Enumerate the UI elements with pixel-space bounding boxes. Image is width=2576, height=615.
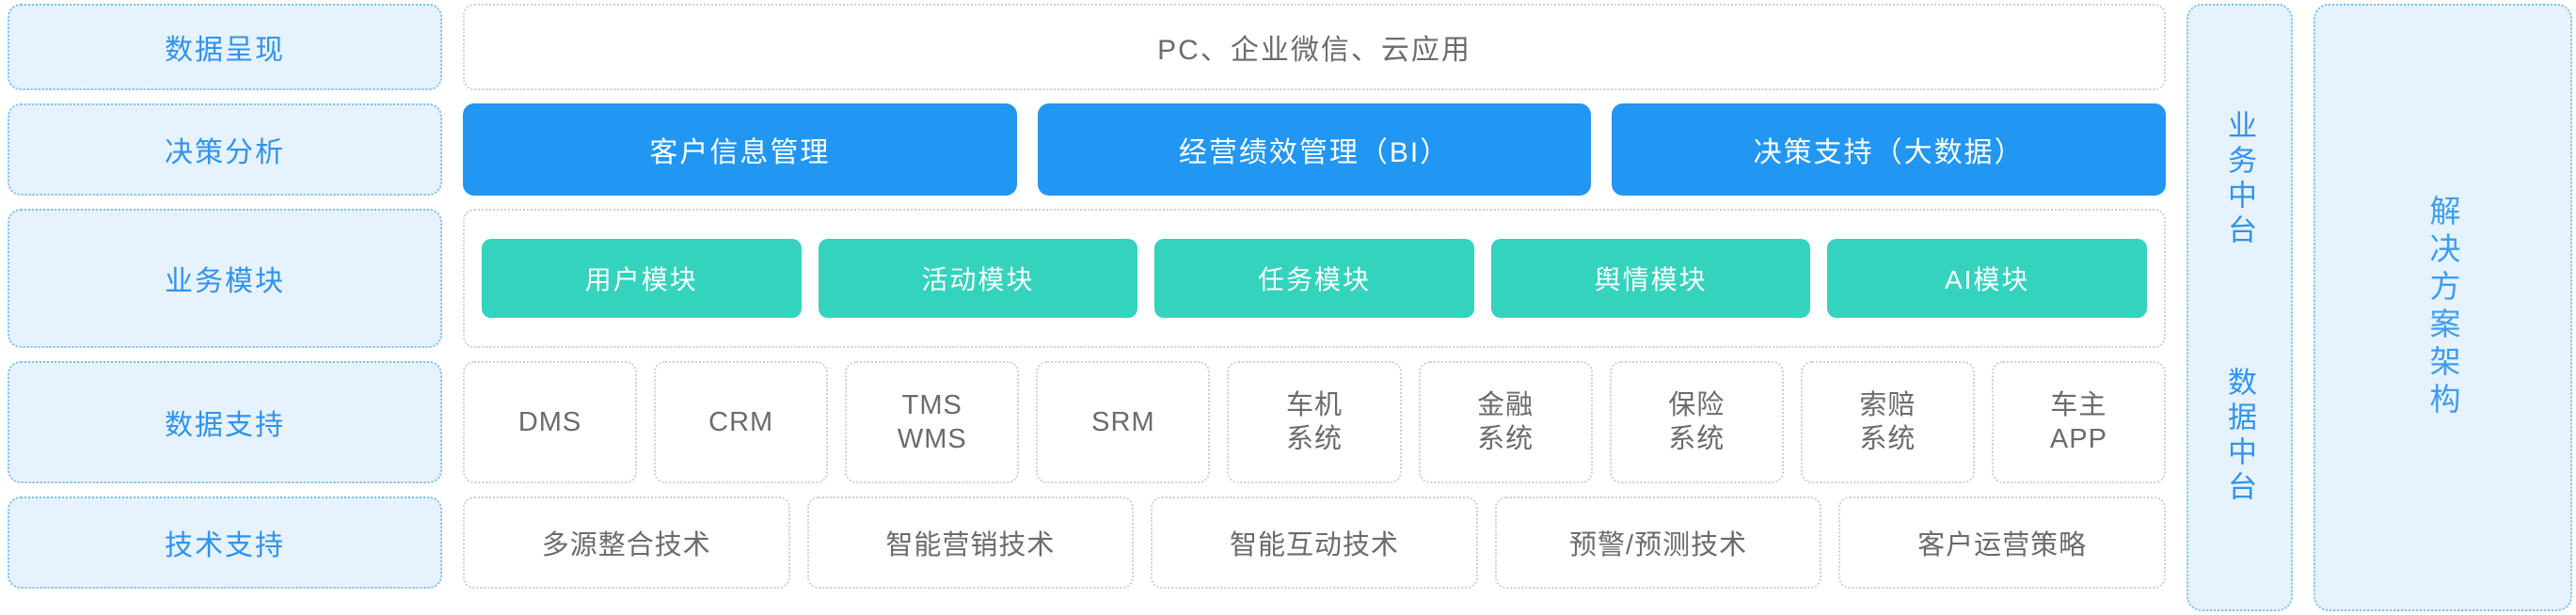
layer-label-tech-support: 技术支持 — [8, 497, 442, 589]
data-system-label: SRM — [1091, 406, 1155, 437]
tech-item-alert-prediction[interactable]: 预警/预测技术 — [1494, 497, 1822, 589]
layer-label-text: 数据支持 — [165, 410, 285, 441]
middle-platform-panel: 业务中台 数据中台 — [2186, 4, 2293, 611]
layer-label-column: 数据呈现 决策分析 业务模块 数据支持 技术支持 — [8, 4, 442, 611]
presentation-channels-text: PC、企业微信、云应用 — [1157, 35, 1471, 66]
data-system-tms-wms[interactable]: TMS WMS — [845, 361, 1020, 483]
layer-label-text: 技术支持 — [165, 530, 285, 561]
tech-item-smart-interaction[interactable]: 智能互动技术 — [1151, 497, 1478, 589]
layer-label-data-presentation: 数据呈现 — [8, 4, 442, 90]
data-system-label: 金融 系统 — [1477, 389, 1534, 454]
middle-platform-data-label: 数据中台 — [2223, 366, 2256, 506]
business-module-task[interactable]: 任务模块 — [1154, 239, 1474, 318]
business-module-ai[interactable]: AI模块 — [1827, 239, 2147, 318]
layer-label-text: 数据呈现 — [165, 35, 285, 66]
business-module-label: 活动模块 — [921, 265, 1035, 294]
data-system-label: TMS WMS — [897, 389, 967, 454]
data-system-label: 车机 系统 — [1285, 389, 1343, 454]
data-system-telematics[interactable]: 车机 系统 — [1227, 361, 1402, 483]
data-system-label: CRM — [708, 406, 774, 437]
layer-label-text: 决策分析 — [165, 137, 285, 168]
business-module-label: 舆情模块 — [1594, 265, 1708, 294]
data-support-row: DMS CRM TMS WMS SRM 车机 系统 金融 系统 保险 系统 索赔… — [463, 361, 2166, 483]
data-system-insurance[interactable]: 保险 系统 — [1609, 361, 1784, 483]
presentation-layer-panel: PC、企业微信、云应用 — [463, 4, 2166, 90]
layer-label-text: 业务模块 — [165, 266, 285, 297]
layer-label-decision-analysis: 决策分析 — [8, 103, 442, 196]
tech-item-multi-source-integration[interactable]: 多源整合技术 — [463, 497, 790, 589]
business-module-label: 任务模块 — [1257, 265, 1371, 294]
solution-architecture-title: 解决方案架构 — [2425, 195, 2460, 420]
solution-architecture-panel: 解决方案架构 — [2314, 4, 2572, 611]
decision-card-label: 决策支持（大数据） — [1753, 137, 2025, 168]
business-module-user[interactable]: 用户模块 — [482, 239, 802, 318]
data-system-claims[interactable]: 索赔 系统 — [1800, 361, 1975, 483]
data-system-dms[interactable]: DMS — [463, 361, 638, 483]
business-module-label: 用户模块 — [584, 265, 698, 294]
tech-item-label: 预警/预测技术 — [1569, 530, 1748, 560]
tech-item-label: 智能互动技术 — [1229, 530, 1399, 560]
data-system-label: DMS — [517, 406, 582, 437]
tech-item-label: 客户运营策略 — [1917, 530, 2088, 560]
decision-layer-row: 客户信息管理 经营绩效管理（BI） 决策支持（大数据） — [463, 103, 2167, 196]
data-system-crm[interactable]: CRM — [654, 361, 829, 483]
layer-content-column: PC、企业微信、云应用 客户信息管理 经营绩效管理（BI） 决策支持（大数据） … — [463, 4, 2167, 611]
middle-platform-business-label: 业务中台 — [2223, 109, 2256, 249]
data-system-label: 索赔 系统 — [1859, 389, 1916, 454]
data-system-label: 车主 APP — [2049, 389, 2107, 454]
data-system-finance[interactable]: 金融 系统 — [1418, 361, 1593, 483]
data-system-srm[interactable]: SRM — [1036, 361, 1211, 483]
data-system-owner-app[interactable]: 车主 APP — [1991, 361, 2166, 483]
decision-card-label: 客户信息管理 — [649, 137, 831, 168]
data-system-label: 保险 系统 — [1668, 389, 1725, 454]
tech-item-label: 多源整合技术 — [541, 530, 711, 560]
tech-item-label: 智能营销技术 — [885, 530, 1056, 560]
business-module-public-opinion[interactable]: 舆情模块 — [1490, 239, 1811, 318]
decision-card-bigdata-support[interactable]: 决策支持（大数据） — [1612, 103, 2167, 196]
layer-label-business-modules: 业务模块 — [8, 209, 442, 348]
layer-label-data-support: 数据支持 — [8, 361, 442, 483]
business-module-label: AI模块 — [1944, 265, 2030, 294]
tech-item-customer-operation-strategy[interactable]: 客户运营策略 — [1838, 497, 2166, 589]
business-module-activity[interactable]: 活动模块 — [818, 239, 1138, 318]
tech-item-smart-marketing[interactable]: 智能营销技术 — [806, 497, 1135, 589]
business-layer-panel: 用户模块 活动模块 任务模块 舆情模块 AI模块 — [463, 209, 2166, 348]
tech-support-row: 多源整合技术 智能营销技术 智能互动技术 预警/预测技术 客户运营策略 — [463, 497, 2166, 589]
decision-card-customer-info[interactable]: 客户信息管理 — [463, 103, 1017, 196]
decision-card-performance-bi[interactable]: 经营绩效管理（BI） — [1037, 103, 1592, 196]
decision-card-label: 经营绩效管理（BI） — [1178, 137, 1451, 168]
